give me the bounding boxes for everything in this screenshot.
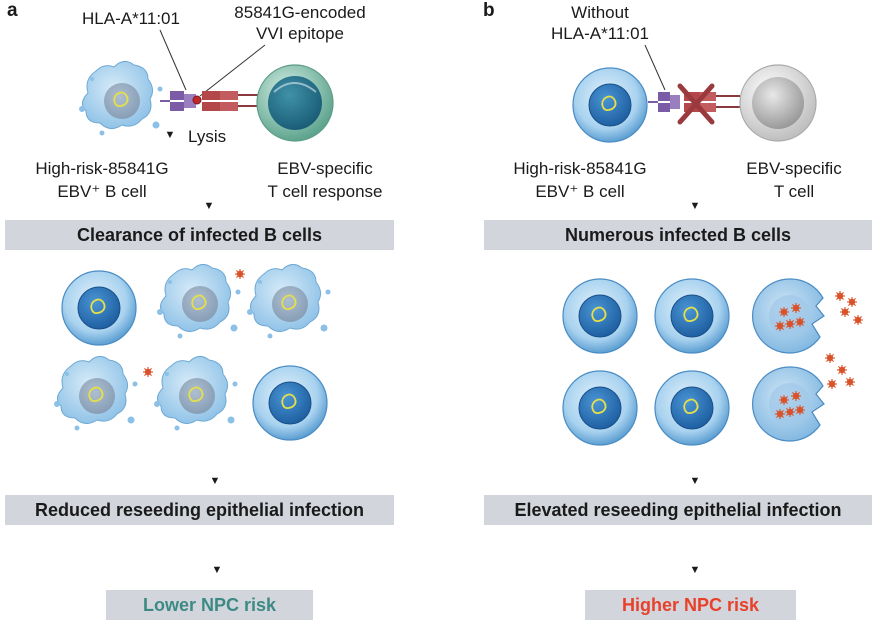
hla-mhc-complex	[160, 91, 196, 111]
vvi-epitope	[192, 95, 202, 105]
b-virus-7	[826, 378, 838, 390]
hla-label: HLA-A*11:01	[82, 9, 180, 28]
a-arrow-3: ▼	[211, 564, 223, 576]
b-elevated-box: Elevated reseeding epithelial infection	[484, 495, 872, 525]
without-line2: HLA-A*11:01	[551, 24, 649, 43]
b-arrow-3: ▼	[689, 564, 701, 576]
b-arrow-1: ▼	[689, 200, 701, 212]
epitope-label-line2: VVI epitope	[256, 24, 344, 43]
b-infected-cell-1	[562, 278, 638, 354]
a-arrow-2: ▼	[209, 475, 221, 487]
no-recognition-cross-icon	[677, 83, 715, 125]
b-mhc-complex	[648, 92, 680, 112]
b-bursting-cell-1	[753, 279, 824, 353]
ebv-specific-t-cell	[256, 64, 334, 142]
a-lower-npc-risk-box: Lower NPC risk	[106, 590, 313, 620]
b-inactive-t-cell	[739, 64, 817, 142]
b-virus-6	[836, 364, 848, 376]
b-virus-5	[824, 352, 836, 364]
b-infected-cell-2	[654, 278, 730, 354]
b-t-cell-line1: EBV-specific	[746, 159, 842, 178]
b-virus-8	[844, 376, 856, 388]
b-infected-cell-4	[654, 370, 730, 446]
without-line1: Without	[571, 3, 629, 22]
a-arrow-1: ▼	[203, 200, 215, 212]
b-numerous-box: Numerous infected B cells	[484, 220, 872, 250]
t-cell-receptor	[202, 91, 258, 111]
b-virus-2	[846, 296, 858, 308]
b-t-cell-line2: T cell	[773, 182, 815, 201]
a-t-cell-line1: EBV-specific	[277, 159, 373, 178]
b-virus-3	[839, 306, 851, 318]
b-virus-1	[834, 290, 846, 302]
lysis-label: Lysis	[188, 127, 227, 146]
b-b-cell-line1: High-risk-85841G	[513, 159, 647, 178]
a-b-cell-line1: High-risk-85841G	[35, 159, 169, 178]
a-b-cell-line2: EBV⁺ B cell	[57, 182, 147, 201]
b-infected-cell-3	[562, 370, 638, 446]
epitope-label-line1: 85841G-encoded	[234, 3, 366, 22]
b-bursting-cell-2	[753, 367, 824, 441]
a-t-cell-line2: T cell response	[267, 182, 383, 201]
a-clearance-box: Clearance of infected B cells	[5, 220, 394, 250]
b-higher-npc-risk-box: Higher NPC risk	[585, 590, 796, 620]
b-virus-4	[852, 314, 864, 326]
b-b-cell-line2: EBV⁺ B cell	[535, 182, 625, 201]
panel-a-label: a	[7, 0, 18, 21]
a-reduced-box: Reduced reseeding epithelial infection	[5, 495, 394, 525]
panel-b-label: b	[483, 0, 495, 21]
b-arrow-2: ▼	[689, 475, 701, 487]
lysis-arrow: ▼	[164, 129, 176, 141]
